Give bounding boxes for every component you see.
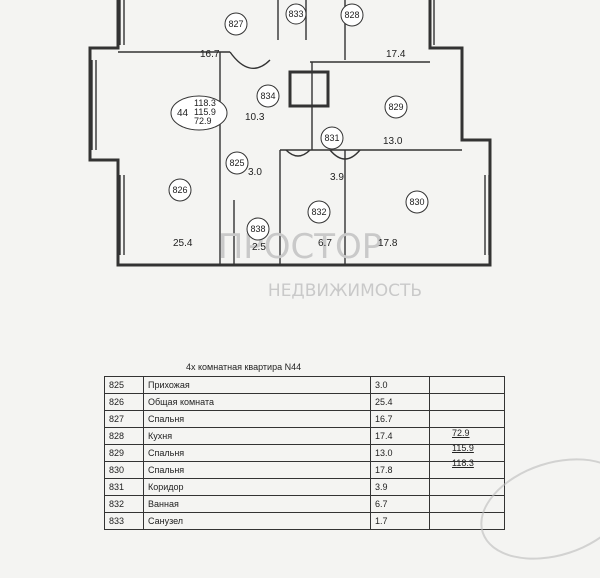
- room-name: Спальня: [143, 461, 371, 479]
- svg-text:825: 825: [229, 158, 244, 168]
- room-area: 13.0: [370, 444, 430, 462]
- schedule-title: 4х комнатная квартира N44: [186, 362, 302, 372]
- svg-text:17.4: 17.4: [386, 49, 406, 60]
- room-extra: [429, 376, 505, 394]
- room-number: 828: [104, 427, 144, 445]
- room-number: 831: [104, 478, 144, 496]
- room-area: 3.9: [370, 478, 430, 496]
- watermark-line1: ПРОСТОР: [218, 227, 383, 267]
- svg-text:44: 44: [177, 108, 189, 119]
- room-area: 17.4: [370, 427, 430, 445]
- room-number: 832: [104, 495, 144, 513]
- svg-text:16.7: 16.7: [200, 49, 220, 60]
- room-number: 833: [104, 512, 144, 530]
- svg-text:115.9: 115.9: [194, 107, 216, 117]
- svg-text:838: 838: [250, 224, 265, 234]
- room-name: Санузел: [143, 512, 371, 530]
- svg-text:829: 829: [388, 102, 403, 112]
- room-area: 17.8: [370, 461, 430, 479]
- room-832: 832 6.7: [307, 200, 332, 249]
- room-number: 827: [104, 410, 144, 428]
- svg-text:831: 831: [324, 133, 339, 143]
- svg-text:3.9: 3.9: [330, 172, 344, 183]
- room-area: 3.0: [370, 376, 430, 394]
- svg-text:833: 833: [288, 9, 303, 19]
- svg-text:13.0: 13.0: [383, 136, 403, 147]
- svg-text:832: 832: [311, 207, 326, 217]
- room-name: Ванная: [143, 495, 371, 513]
- room-830: 830 17.8: [378, 190, 429, 249]
- svg-text:10.3: 10.3: [245, 112, 265, 123]
- room-829: 829 13.0: [383, 95, 408, 147]
- room-826: 826 25.4: [168, 178, 193, 249]
- room-838: 838 2.5: [246, 217, 270, 253]
- room-number: 829: [104, 444, 144, 462]
- room-828: 828 17.4: [340, 3, 406, 60]
- room-name: Кухня: [143, 427, 371, 445]
- svg-text:6.7: 6.7: [318, 238, 332, 249]
- room-833: 833: [285, 3, 307, 25]
- room-area: 25.4: [370, 393, 430, 411]
- room-name: Коридор: [143, 478, 371, 496]
- svg-text:828: 828: [344, 10, 359, 20]
- room-extra: [429, 410, 505, 428]
- room-extra: [429, 393, 505, 411]
- room-827: 827 16.7: [200, 12, 248, 60]
- svg-text:72.9: 72.9: [194, 116, 212, 126]
- room-area: 1.7: [370, 512, 430, 530]
- apartment-marker: 44 118.3 115.9 72.9: [170, 95, 228, 131]
- room-area: 16.7: [370, 410, 430, 428]
- svg-text:826: 826: [172, 185, 187, 195]
- total-overall: 118.3: [452, 458, 474, 468]
- svg-text:834: 834: [260, 91, 275, 101]
- room-name: Общая комната: [143, 393, 371, 411]
- svg-text:830: 830: [409, 197, 424, 207]
- room-name: Спальня: [143, 444, 371, 462]
- svg-text:25.4: 25.4: [173, 238, 193, 249]
- room-name: Прихожая: [143, 376, 371, 394]
- svg-text:17.8: 17.8: [378, 238, 398, 249]
- room-number: 826: [104, 393, 144, 411]
- room-name: Спальня: [143, 410, 371, 428]
- total-gross: 115.9: [452, 443, 474, 453]
- total-living: 72.9: [452, 428, 470, 438]
- svg-text:118.3: 118.3: [194, 98, 216, 108]
- room-number: 830: [104, 461, 144, 479]
- svg-text:2.5: 2.5: [252, 242, 266, 253]
- svg-text:3.0: 3.0: [248, 167, 262, 178]
- floor-plan: ПРОСТОР НЕДВИЖИМОСТЬ 827 16.7 833 828 17…: [88, 0, 492, 301]
- room-825: 825 3.0: [225, 151, 262, 178]
- room-831: 831 3.9: [320, 126, 344, 183]
- room-number: 825: [104, 376, 144, 394]
- room-834: 834 10.3: [245, 84, 280, 123]
- watermark-line2: НЕДВИЖИМОСТЬ: [268, 281, 422, 301]
- room-area: 6.7: [370, 495, 430, 513]
- svg-text:827: 827: [228, 19, 243, 29]
